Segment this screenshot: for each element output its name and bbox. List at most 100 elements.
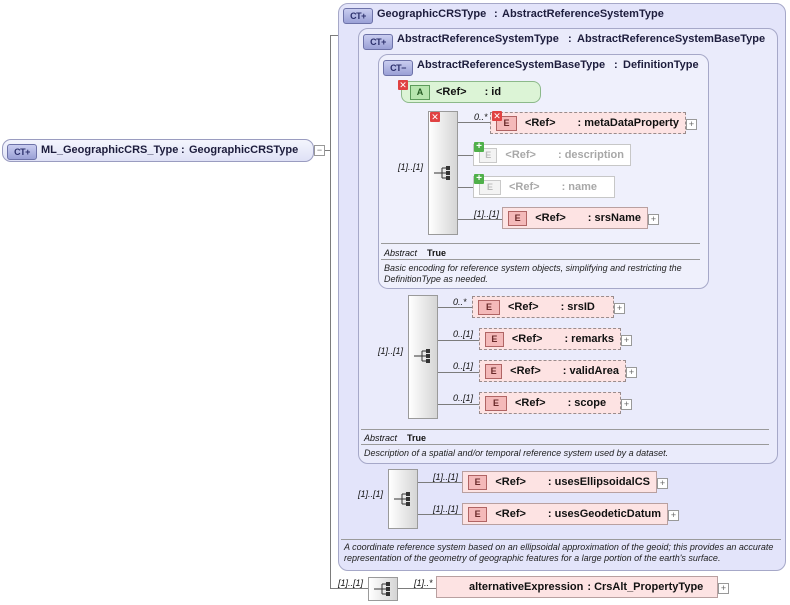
- divider: [361, 429, 769, 430]
- connector: [330, 588, 368, 589]
- expand-icon[interactable]: +: [657, 478, 668, 489]
- sequence-icon: [394, 492, 410, 506]
- connector: [438, 372, 479, 373]
- element-icon: E: [478, 299, 500, 315]
- divider: [381, 259, 700, 260]
- cardinality: [1]..[1]: [433, 504, 459, 514]
- expand-icon[interactable]: +: [718, 583, 729, 594]
- abstract-value: True: [407, 433, 427, 443]
- cardinality: [1]..[1]: [398, 162, 424, 172]
- element-srsid[interactable]: E <Ref> : srsID: [472, 296, 614, 318]
- element-name[interactable]: E <Ref> : name: [473, 176, 615, 198]
- connector: [438, 307, 473, 308]
- element-alternativeexpression[interactable]: alternativeExpression : CrsAlt_PropertyT…: [436, 576, 718, 598]
- element-icon: E: [468, 474, 488, 490]
- rs-description: Description of a spatial and/or temporal…: [364, 448, 669, 458]
- element-description[interactable]: E <Ref> : description: [473, 144, 631, 166]
- cardinality: [1]..*: [414, 578, 433, 588]
- element-usesellipsoidalcs[interactable]: E <Ref> : usesEllipsoidalCS: [462, 471, 657, 493]
- geographic-description: A coordinate reference system based on a…: [344, 542, 774, 563]
- ct-abstract-rs-name: AbstractReferenceSystemType: [397, 33, 559, 45]
- element-metadataproperty[interactable]: E <Ref> : metaDataProperty: [490, 112, 686, 134]
- x-mark-icon: ✕: [398, 80, 408, 90]
- connector: [458, 187, 473, 188]
- x-mark-icon: ✕: [492, 111, 502, 121]
- root-element[interactable]: CT+ ML_GeographicCRS_Type GeographicCRST…: [2, 139, 314, 162]
- root-name: ML_GeographicCRS_Type: [41, 144, 179, 156]
- cardinality: 0..*: [474, 112, 488, 122]
- element-type: : CrsAlt_PropertyType: [587, 581, 704, 593]
- connector: [330, 35, 331, 588]
- cardinality: [1]..[1]: [433, 472, 459, 482]
- divider: [341, 539, 781, 540]
- connector: [438, 404, 479, 405]
- divider: [381, 243, 700, 244]
- complex-type-icon: CT+: [7, 144, 37, 160]
- abstract-label: Abstract: [364, 433, 398, 443]
- connector: [398, 588, 436, 589]
- element-remarks[interactable]: E <Ref> : remarks: [479, 328, 621, 350]
- cardinality: [1]..[1]: [358, 489, 384, 499]
- sequence-icon: [374, 582, 390, 596]
- attribute-id[interactable]: A <Ref> : id: [401, 81, 541, 103]
- expand-icon[interactable]: +: [686, 119, 697, 130]
- element-icon: E: [508, 210, 528, 226]
- element-name: alternativeExpression: [469, 581, 584, 593]
- element-icon: E: [485, 363, 503, 379]
- cardinality: [1]..[1]: [338, 578, 364, 588]
- ct-abstract-rs-base: AbstractReferenceSystemBaseType: [577, 33, 766, 45]
- element-scope[interactable]: E <Ref> : scope: [479, 392, 621, 414]
- separator: :: [568, 33, 572, 45]
- element-icon: E: [485, 331, 504, 347]
- cardinality: [1]..[1]: [378, 346, 404, 356]
- abstract-value: True: [427, 248, 447, 258]
- element-icon: E: [479, 179, 501, 195]
- expand-icon[interactable]: +: [614, 303, 625, 314]
- plus-icon: +: [474, 174, 484, 184]
- complex-type-icon: CT+: [343, 8, 373, 24]
- cardinality: 0..[1]: [453, 393, 474, 403]
- cardinality: [1]..[1]: [474, 209, 500, 219]
- separator: :: [494, 8, 498, 20]
- cardinality: 0..*: [453, 297, 467, 307]
- ct-base-base: DefinitionType: [623, 59, 699, 71]
- abstract-label: Abstract: [384, 248, 418, 258]
- ct-base-name: AbstractReferenceSystemBaseType: [417, 59, 606, 71]
- separator: :: [614, 59, 618, 71]
- sequence-icon: [414, 349, 430, 363]
- complex-type-icon: CT+: [363, 34, 393, 50]
- element-icon: E: [468, 506, 488, 522]
- expand-icon[interactable]: +: [621, 399, 632, 410]
- connector: [458, 219, 502, 220]
- connector: [458, 155, 473, 156]
- separator: :: [181, 144, 185, 156]
- sequence-icon: [434, 166, 450, 180]
- expand-icon[interactable]: +: [626, 367, 637, 378]
- expand-icon[interactable]: +: [648, 214, 659, 225]
- ct-geographic-base: AbstractReferenceSystemType: [502, 8, 664, 20]
- cardinality: 0..[1]: [453, 329, 474, 339]
- element-srsname[interactable]: E <Ref> : srsName: [502, 207, 648, 229]
- cardinality: 0..[1]: [453, 361, 474, 371]
- connector: [330, 35, 340, 36]
- attribute-icon: A: [410, 84, 430, 100]
- attr-name: : id: [484, 86, 502, 98]
- complex-type-icon: CT−: [383, 60, 413, 76]
- collapse-icon[interactable]: −: [314, 145, 325, 156]
- plus-icon: +: [474, 142, 484, 152]
- x-mark-icon: ✕: [430, 112, 440, 122]
- connector: [418, 482, 462, 483]
- element-usesgeodeticdatum[interactable]: E <Ref> : usesGeodeticDatum: [462, 503, 668, 525]
- attr-ref: <Ref>: [436, 86, 467, 98]
- sequence-rs[interactable]: [408, 295, 438, 419]
- ct-geographic-name: GeographicCRSType: [377, 8, 487, 20]
- root-type: GeographicCRSType: [189, 144, 299, 156]
- divider: [361, 444, 769, 445]
- expand-icon[interactable]: +: [621, 335, 632, 346]
- expand-icon[interactable]: +: [668, 510, 679, 521]
- element-validarea[interactable]: E <Ref> : validArea: [479, 360, 626, 382]
- connector: [418, 514, 462, 515]
- connector: [438, 340, 479, 341]
- connector: [458, 122, 490, 123]
- base-description: Basic encoding for reference system obje…: [384, 263, 682, 284]
